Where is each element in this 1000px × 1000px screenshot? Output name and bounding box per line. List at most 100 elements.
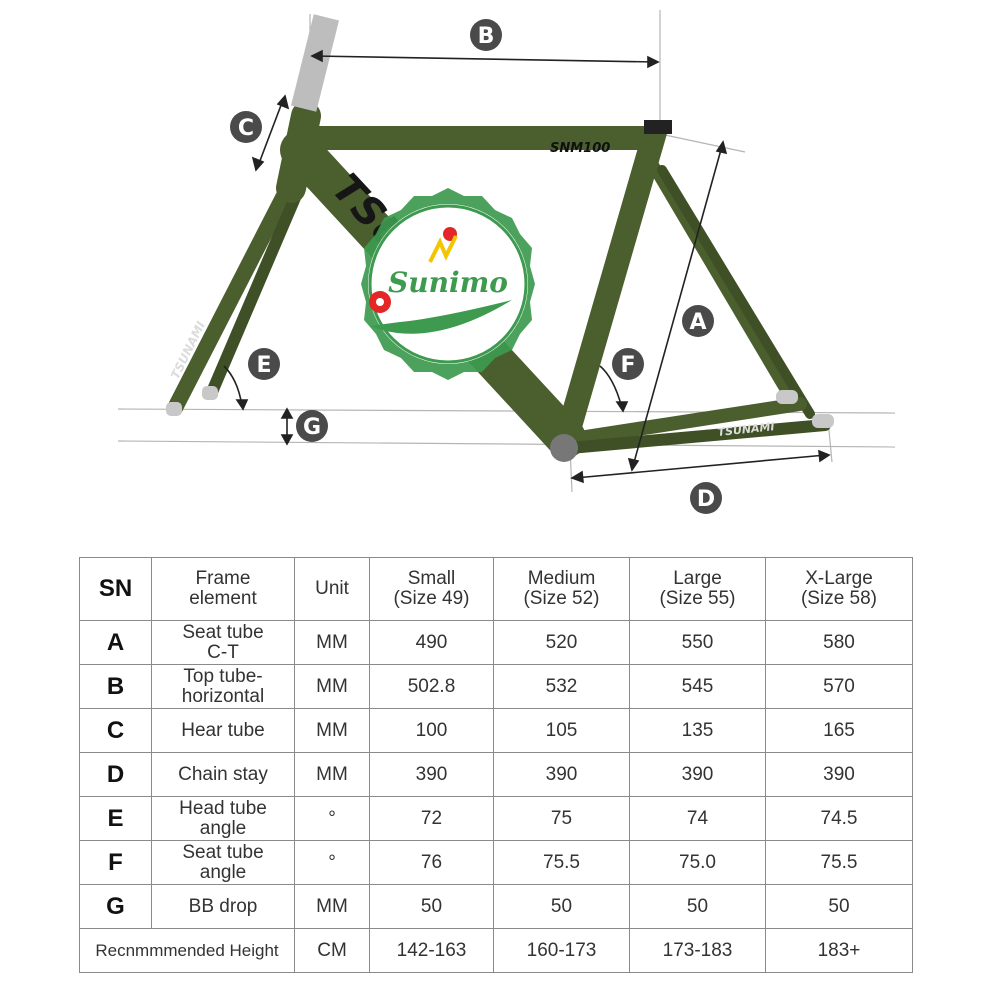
row-element: Hear tube xyxy=(151,708,295,753)
height-small: 142-163 xyxy=(369,928,494,973)
row-value-small: 490 xyxy=(369,620,494,665)
row-value-small: 390 xyxy=(369,752,494,797)
dimension-label-B: B xyxy=(470,19,502,51)
row-unit: MM xyxy=(294,620,370,665)
height-x-large: 183+ xyxy=(765,928,913,973)
row-value-x-large: 390 xyxy=(765,752,913,797)
row-value-small: 50 xyxy=(369,884,494,929)
seat-clamp xyxy=(644,120,672,134)
row-value-x-large: 165 xyxy=(765,708,913,753)
row-value-medium: 75 xyxy=(493,796,630,841)
row-value-x-large: 580 xyxy=(765,620,913,665)
row-value-x-large: 50 xyxy=(765,884,913,929)
frame-model-decal: SNM100 xyxy=(550,141,610,156)
steerer-tube xyxy=(291,14,339,112)
bike-frame xyxy=(167,101,831,458)
row-sn: G xyxy=(79,884,152,929)
row-value-x-large: 75.5 xyxy=(765,840,913,885)
row-sn: F xyxy=(79,840,152,885)
header-large: Large (Size 55) xyxy=(629,557,766,621)
row-element: BB drop xyxy=(151,884,295,929)
svg-text:G: G xyxy=(303,415,321,440)
svg-text:D: D xyxy=(697,487,715,512)
row-value-large: 74 xyxy=(629,796,766,841)
row-value-large: 50 xyxy=(629,884,766,929)
row-value-small: 76 xyxy=(369,840,494,885)
header-x-large: X-Large (Size 58) xyxy=(765,557,913,621)
table-row: E Head tube angle ° 72 75 74 74.5 xyxy=(79,796,913,841)
dimension-label-D: D xyxy=(690,482,722,514)
row-element: Top tube- horizontal xyxy=(151,664,295,709)
svg-text:E: E xyxy=(256,353,271,378)
row-value-medium: 390 xyxy=(493,752,630,797)
table-row: A Seat tube C-T MM 490 520 550 580 xyxy=(79,620,913,665)
fork-dropout xyxy=(202,386,218,400)
row-value-x-large: 570 xyxy=(765,664,913,709)
row-value-large: 545 xyxy=(629,664,766,709)
row-unit: ° xyxy=(294,840,370,885)
table-row: B Top tube- horizontal MM 502.8 532 545 … xyxy=(79,664,913,709)
header-sn: SN xyxy=(79,557,152,621)
table-header-row: SN Frame element Unit Small (Size 49) Me… xyxy=(79,557,913,621)
chainstay-brand-decal: TSUNAMI xyxy=(717,420,775,439)
row-unit: MM xyxy=(294,884,370,929)
row-unit: ° xyxy=(294,796,370,841)
bottom-bracket xyxy=(550,434,578,462)
row-value-medium: 50 xyxy=(493,884,630,929)
row-element: Head tube angle xyxy=(151,796,295,841)
row-value-large: 135 xyxy=(629,708,766,753)
row-unit: MM xyxy=(294,664,370,709)
row-value-large: 550 xyxy=(629,620,766,665)
dimension-label-G: G xyxy=(296,410,328,442)
row-value-small: 100 xyxy=(369,708,494,753)
svg-text:F: F xyxy=(620,353,635,378)
dimension-label-C: C xyxy=(230,111,262,143)
rear-dropout xyxy=(776,390,798,404)
row-element: Chain stay xyxy=(151,752,295,797)
table-row: F Seat tube angle ° 76 75.5 75.0 75.5 xyxy=(79,840,913,885)
table-footer-row: Recnmmmended Height CM 142-163 160-173 1… xyxy=(79,928,913,973)
row-element: Seat tube angle xyxy=(151,840,295,885)
dimension-label-E: E xyxy=(248,348,280,380)
row-sn: D xyxy=(79,752,152,797)
fork-dropout xyxy=(166,402,182,416)
table-row: D Chain stay MM 390 390 390 390 xyxy=(79,752,913,797)
brand-seal-logo: Sunimo xyxy=(361,188,535,380)
recommended-height-label: Recnmmmended Height xyxy=(79,928,295,973)
row-value-large: 390 xyxy=(629,752,766,797)
row-sn: E xyxy=(79,796,152,841)
row-sn: B xyxy=(79,664,152,709)
row-value-medium: 520 xyxy=(493,620,630,665)
header-unit: Unit xyxy=(294,557,370,621)
table-row: G BB drop MM 50 50 50 50 xyxy=(79,884,913,929)
svg-text:B: B xyxy=(478,24,495,49)
row-value-large: 75.0 xyxy=(629,840,766,885)
header-small: Small (Size 49) xyxy=(369,557,494,621)
row-value-medium: 105 xyxy=(493,708,630,753)
row-sn: C xyxy=(79,708,152,753)
height-medium: 160-173 xyxy=(493,928,630,973)
row-unit: MM xyxy=(294,752,370,797)
row-element: Seat tube C-T xyxy=(151,620,295,665)
dimension-arrows xyxy=(223,49,831,484)
dimension-label-F: F xyxy=(612,348,644,380)
row-sn: A xyxy=(79,620,152,665)
svg-text:A: A xyxy=(689,310,706,335)
row-unit: MM xyxy=(294,708,370,753)
svg-text:C: C xyxy=(238,116,254,141)
rear-dropout xyxy=(812,414,834,428)
logo-swoosh xyxy=(370,300,512,334)
row-value-small: 502.8 xyxy=(369,664,494,709)
table-row: C Hear tube MM 100 105 135 165 xyxy=(79,708,913,753)
logo-text: Sunimo xyxy=(388,266,508,299)
frame-size-table: SN Frame element Unit Small (Size 49) Me… xyxy=(79,557,913,973)
row-value-medium: 532 xyxy=(493,664,630,709)
header-frame-element: Frame element xyxy=(151,557,295,621)
row-value-small: 72 xyxy=(369,796,494,841)
dimension-label-A: A xyxy=(682,305,714,337)
height-large: 173-183 xyxy=(629,928,766,973)
recommended-height-unit: CM xyxy=(294,928,370,973)
header-medium: Medium (Size 52) xyxy=(493,557,630,621)
logo-bolt-icon xyxy=(428,235,458,263)
row-value-medium: 75.5 xyxy=(493,840,630,885)
